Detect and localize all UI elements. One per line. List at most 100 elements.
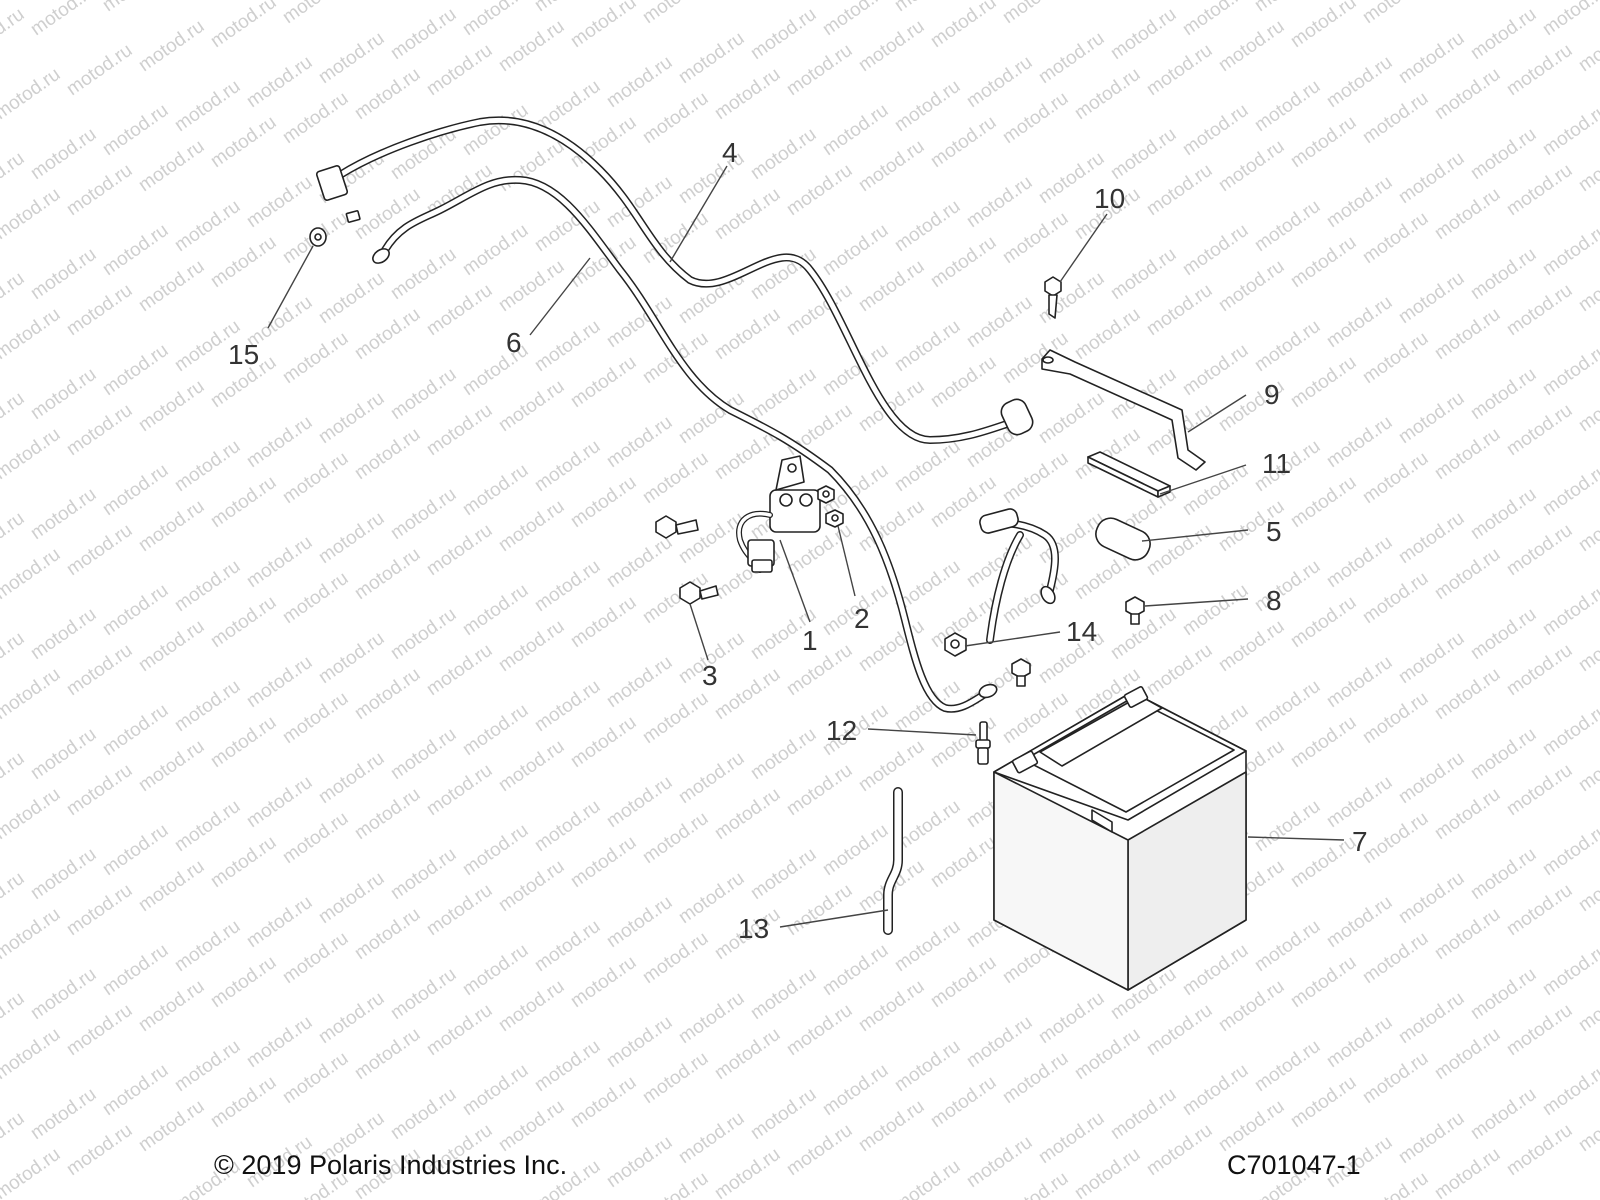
watermark-text: motod.ru [0, 868, 28, 928]
watermark-text: motod.ru [855, 376, 928, 436]
bolt-part-8 [1125, 596, 1145, 625]
watermark-text: motod.ru [639, 1168, 712, 1200]
watermark-text: motod.ru [1035, 388, 1108, 448]
leader-lines [267, 165, 1345, 928]
watermark-text: motod.ru [927, 1072, 1000, 1132]
watermark-text: motod.ru [1287, 712, 1360, 772]
watermark-text: motod.ru [603, 52, 676, 112]
watermark-text: motod.ru [1467, 964, 1540, 1024]
watermark-text: motod.ru [171, 1036, 244, 1096]
watermark-text: motod.ru [567, 592, 640, 652]
watermark-text: motod.ru [207, 232, 280, 292]
watermark-text: motod.ru [999, 568, 1072, 628]
watermark-text: motod.ru [27, 604, 100, 664]
watermark-text: motod.ru [999, 1168, 1072, 1200]
watermark-text: motod.ru [1395, 148, 1468, 208]
watermark-text: motod.ru [315, 988, 388, 1048]
callout-7: 7 [1352, 826, 1368, 857]
watermark-text: motod.ru [747, 964, 820, 1024]
watermark-text: motod.ru [1467, 604, 1540, 664]
watermark-text: motod.ru [27, 484, 100, 544]
watermark-text: motod.ru [1395, 988, 1468, 1048]
watermark-text: motod.ru [1251, 0, 1324, 16]
watermark-text: motod.ru [63, 400, 136, 460]
watermark-text: motod.ru [0, 1108, 28, 1168]
watermark-text: motod.ru [1575, 496, 1600, 556]
watermark-text: motod.ru [1503, 400, 1576, 460]
watermark-text: motod.ru [423, 520, 496, 580]
watermark-text: motod.ru [99, 700, 172, 760]
callout-10: 10 [1094, 183, 1125, 214]
watermark-text: motod.ru [675, 988, 748, 1048]
watermark-text: motod.ru [1107, 124, 1180, 184]
watermark-text: motod.ru [1539, 0, 1600, 40]
watermark-text: motod.ru [495, 736, 568, 796]
watermark-text: motod.ru [99, 940, 172, 1000]
callout-11: 11 [1262, 448, 1291, 479]
watermark-text: motod.ru [315, 388, 388, 448]
watermark-text: motod.ru [0, 628, 28, 688]
watermark-text: motod.ru [63, 760, 136, 820]
watermark-text: motod.ru [0, 544, 64, 604]
watermark-text: motod.ru [423, 40, 496, 100]
watermark-text: motod.ru [1251, 1036, 1324, 1096]
watermark-text: motod.ru [135, 976, 208, 1036]
watermark-text: motod.ru [927, 952, 1000, 1012]
watermark-text: motod.ru [747, 724, 820, 784]
callout-1: 1 [802, 625, 818, 656]
watermark-text: motod.ru [1359, 1168, 1432, 1200]
callout-15: 15 [228, 339, 259, 370]
watermark-text: motod.ru [279, 0, 352, 28]
watermark-text: motod.ru [171, 436, 244, 496]
callout-labels: 1 2 3 4 5 6 7 8 9 10 11 12 13 14 15 [228, 137, 1368, 944]
watermark-text: motod.ru [1539, 820, 1600, 880]
watermark-text: motod.ru [567, 952, 640, 1012]
callout-4: 4 [722, 137, 738, 168]
watermark-text: motod.ru [1143, 1120, 1216, 1180]
watermark-text: motod.ru [567, 1072, 640, 1132]
watermark-text: motod.ru [279, 1048, 352, 1108]
watermark-text: motod.ru [1503, 40, 1576, 100]
watermark-text: motod.ru [459, 820, 532, 880]
watermark-text: motod.ru [387, 724, 460, 784]
watermark-text: motod.ru [1287, 0, 1360, 52]
watermark-text: motod.ru [1071, 304, 1144, 364]
watermark-text: motod.ru [0, 64, 64, 124]
watermark-text: motod.ru [1179, 1060, 1252, 1120]
watermark-text: motod.ru [459, 0, 532, 40]
watermark-text: motod.ru [171, 916, 244, 976]
watermark-text: motod.ru [567, 832, 640, 892]
watermark-text: motod.ru [531, 796, 604, 856]
watermark-text: motod.ru [927, 832, 1000, 892]
watermark-text: motod.ru [855, 1096, 928, 1156]
watermark-text: motod.ru [135, 376, 208, 436]
watermark-text: motod.ru [1251, 796, 1324, 856]
watermark-text: motod.ru [783, 1000, 856, 1060]
watermark-text: motod.ru [1323, 292, 1396, 352]
watermark-text: motod.ru [279, 448, 352, 508]
callout-3: 3 [702, 660, 718, 691]
callout-13: 13 [738, 913, 769, 944]
watermark-text: motod.ru [171, 76, 244, 136]
watermark-text: motod.ru [1503, 280, 1576, 340]
watermark-text: motod.ru [99, 340, 172, 400]
watermark-text: motod.ru [1431, 304, 1504, 364]
watermark-text: motod.ru [63, 1000, 136, 1060]
watermark-text: motod.ru [1179, 340, 1252, 400]
watermark-text: motod.ru [0, 664, 64, 724]
watermark-text: motod.ru [243, 532, 316, 592]
watermark-text: motod.ru [0, 784, 64, 844]
watermark-text: motod.ru [351, 0, 424, 4]
watermark-text: motod.ru [1323, 652, 1396, 712]
watermark-text: motod.ru [0, 184, 64, 244]
watermark-text: motod.ru [855, 16, 928, 76]
watermark-text: motod.ru [567, 712, 640, 772]
watermark-text: motod.ru [1035, 268, 1108, 328]
watermark-text: motod.ru [639, 1048, 712, 1108]
watermark-text: motod.ru [567, 112, 640, 172]
copyright-text: © 2019 Polaris Industries Inc. [214, 1150, 568, 1180]
watermark-text: motod.ru [387, 964, 460, 1024]
watermark-text: motod.ru [495, 856, 568, 916]
watermark-text: motod.ru [603, 532, 676, 592]
watermark-text: motod.ru [423, 640, 496, 700]
